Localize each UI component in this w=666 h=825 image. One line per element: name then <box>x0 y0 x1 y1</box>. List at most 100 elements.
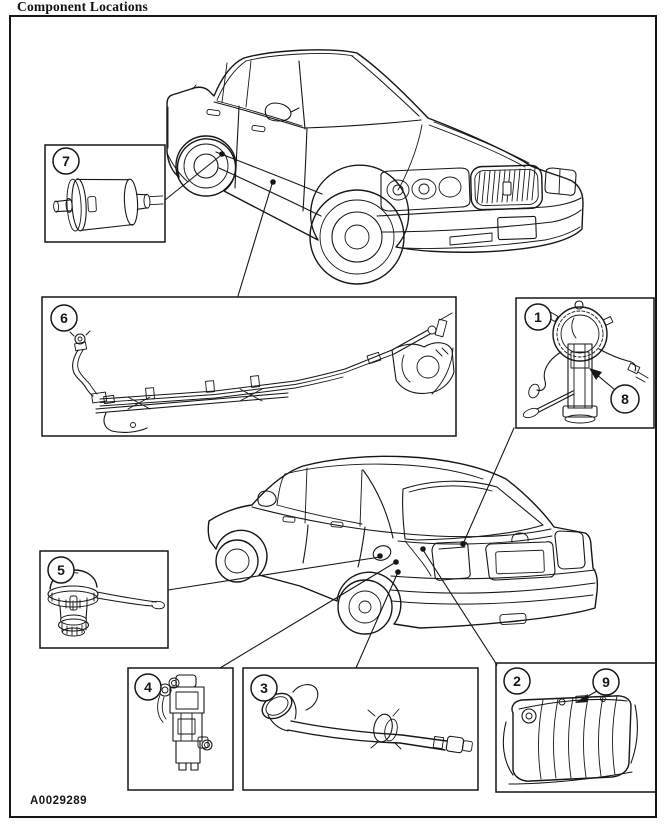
leader-3-dot <box>395 569 401 575</box>
filler-pipe-illustration <box>261 684 473 754</box>
top-car-hood-crease <box>428 121 530 168</box>
component-box-5 <box>39 550 169 649</box>
vent-valve-illustration <box>157 674 213 771</box>
top-car-b-pillar <box>245 60 252 108</box>
cap-tether <box>96 591 157 607</box>
leader-4-dot <box>393 559 399 565</box>
leader-5-dot <box>377 553 383 559</box>
diagram-frame <box>9 15 657 818</box>
bottom-car-backlight-inner <box>408 485 493 493</box>
leader-6-dot <box>270 179 276 185</box>
component-box-7 <box>44 144 166 243</box>
top-car-headlamp-cluster <box>380 167 471 212</box>
bottom-car-rear-window-divider <box>359 469 363 527</box>
bottom-car-rear-wheel <box>337 579 393 635</box>
top-car-front-door-cut <box>302 127 308 212</box>
bottom-car-beltline <box>251 506 552 538</box>
bottom-car-rear-bumper <box>390 569 596 625</box>
bottom-car-front-door-cut <box>302 524 309 564</box>
callout-5: 5 <box>47 556 75 584</box>
bottom-car-license-plate-recess <box>485 532 556 581</box>
top-car-right-headlamp <box>544 167 577 196</box>
top-car-c-pillar-inner <box>216 60 247 101</box>
leader-6-to-car <box>237 183 273 297</box>
bottom-car-left-taillight <box>431 541 471 581</box>
callout-2: 2 <box>503 667 531 695</box>
bottom-car-body-outline <box>207 455 599 629</box>
callout-9-number: 9 <box>602 674 610 690</box>
callout-1: 1 <box>524 303 552 331</box>
callout-6-number: 6 <box>60 310 68 326</box>
callout-8-arrowhead <box>589 368 602 380</box>
callout-8: 8 <box>610 384 640 414</box>
front-license-recess <box>497 215 537 241</box>
trunk-emblem <box>511 532 529 543</box>
callout-7: 7 <box>52 147 80 175</box>
leader-lines <box>164 151 515 669</box>
top-car-side-molding <box>215 151 323 195</box>
bottom-car-glass-bottom <box>276 504 363 525</box>
top-car-front-wheel <box>309 189 405 285</box>
callout-7-number: 7 <box>62 153 70 169</box>
bottom-car-rear-three-quarter <box>207 455 599 635</box>
top-car-glass-bottom <box>216 100 303 127</box>
top-car-cowl-line <box>303 119 422 129</box>
callout-6: 6 <box>50 304 78 332</box>
bottom-car-front-wheel <box>215 539 259 583</box>
callout-9-arrowhead <box>575 694 588 703</box>
callout-1-number: 1 <box>534 309 542 325</box>
top-car-windshield-edge <box>351 55 420 117</box>
leader-2-dot <box>420 546 426 552</box>
component-box-4 <box>127 667 234 791</box>
component-box-3 <box>242 667 479 791</box>
bottom-car-side-mirror <box>257 490 277 507</box>
top-car-front-bumper <box>376 197 582 249</box>
component-box-6 <box>41 296 457 437</box>
top-car-side-mirror <box>264 102 300 122</box>
top-car-grille <box>470 164 543 211</box>
top-car-front-three-quarter <box>166 49 584 285</box>
component-box-2 <box>495 662 657 793</box>
callout-8-number: 8 <box>621 391 629 407</box>
bottom-car-rear-door-cut <box>357 526 366 568</box>
leader-5-to-car <box>167 556 381 591</box>
callout-4-number: 4 <box>144 679 152 695</box>
component-box-1 <box>515 297 655 429</box>
leader-2-to-car <box>422 549 498 666</box>
callout-3-number: 3 <box>260 680 268 696</box>
bottom-car-trunk-cut <box>404 540 432 577</box>
leader-3-to-car <box>355 571 399 669</box>
figure-id: A0029289 <box>30 795 87 807</box>
leader-7-dot <box>219 151 225 157</box>
top-car-beltline <box>213 101 305 129</box>
top-car-roof-inner-line <box>245 53 354 62</box>
bottom-car-b-pillar <box>304 467 308 524</box>
bottom-car-rear-door-handle <box>330 521 344 528</box>
top-car-body-outline <box>166 49 584 253</box>
top-car-rear-fascia-lines <box>166 84 197 183</box>
fuel-filter-illustration <box>53 178 164 232</box>
top-car-rear-door-handle <box>206 108 221 117</box>
top-car-rear-wheel <box>175 135 237 197</box>
callout-9: 9 <box>592 668 620 696</box>
bottom-car-trunk-shoulder <box>397 535 553 545</box>
bottom-car-right-taillight <box>554 530 586 570</box>
leader-1-dot <box>460 541 466 547</box>
top-car-rocker-line <box>218 167 322 217</box>
top-car-quarter-window-divider <box>221 62 228 103</box>
callout-5-number: 5 <box>57 562 65 578</box>
top-car-rear-door-cut <box>234 105 240 189</box>
grille-emblem <box>502 181 512 196</box>
leader-4-to-car <box>219 561 397 669</box>
bottom-car-c-pillar <box>362 469 394 539</box>
callout-4: 4 <box>134 673 162 701</box>
leader-1-to-car <box>462 427 515 545</box>
bottom-car-front-door-handle <box>282 516 296 523</box>
leader-7-to-car <box>164 155 221 201</box>
bottom-car-backlight <box>402 480 544 541</box>
top-car-a-pillar <box>298 60 306 130</box>
top-car-front-door-handle <box>251 124 266 133</box>
exhaust-detail <box>499 613 527 625</box>
